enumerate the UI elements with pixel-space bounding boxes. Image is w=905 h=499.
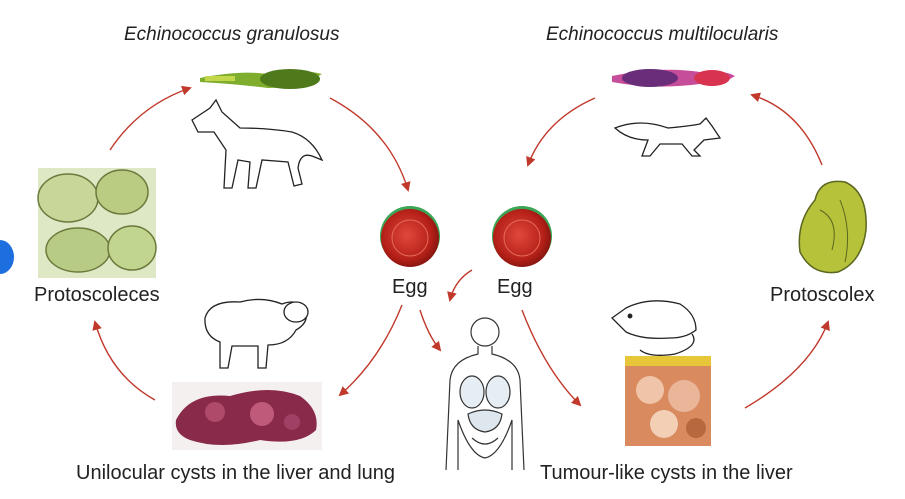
label-tumour-cysts: Tumour-like cysts in the liver — [540, 462, 793, 484]
arrow-egg-right-to-tumour — [521, 309, 582, 407]
arrow-cysts-to-protoscoleces — [92, 320, 156, 401]
label-egg-left: Egg — [392, 276, 428, 298]
human-body-icon — [445, 317, 525, 471]
cycle-arrows — [92, 85, 830, 409]
label-protoscolex: Protoscolex — [770, 284, 875, 306]
label-egg-right: Egg — [497, 276, 533, 298]
unilocular-cysts-image — [172, 382, 322, 450]
arrow-egg-right-to-human — [447, 269, 473, 302]
blue-marker — [0, 240, 14, 274]
arrow-egg-left-to-human — [419, 309, 442, 352]
sheep-icon — [204, 298, 309, 369]
egg-left-image — [380, 206, 440, 267]
egg-right-image — [492, 206, 552, 267]
arrow-worm-right-to-egg — [526, 97, 596, 167]
protoscolex-image — [798, 180, 867, 274]
species-label-granulosus: Echinococcus granulosus — [124, 24, 340, 45]
rat-icon — [610, 300, 697, 356]
fox-icon — [613, 117, 722, 157]
tumour-cysts-image — [625, 356, 711, 446]
arrow-tumour-to-protoscolex — [744, 320, 830, 409]
dog-icon — [191, 98, 324, 189]
protoscoleces-image — [37, 168, 157, 278]
worm-multilocularis — [612, 69, 735, 87]
arrow-worm-left-to-egg — [329, 97, 411, 192]
arrow-protoscolex-to-worm-right — [750, 92, 823, 166]
label-unilocular-cysts: Unilocular cysts in the liver and lung — [76, 462, 396, 484]
worm-granulosus — [200, 69, 322, 89]
label-protoscoleces: Protoscoleces — [34, 284, 160, 306]
arrow-protoscoleces-to-worm-left — [109, 85, 192, 151]
arrow-egg-left-to-sheep-cysts — [338, 304, 403, 397]
species-label-multilocularis: Echinococcus multilocularis — [546, 24, 779, 45]
